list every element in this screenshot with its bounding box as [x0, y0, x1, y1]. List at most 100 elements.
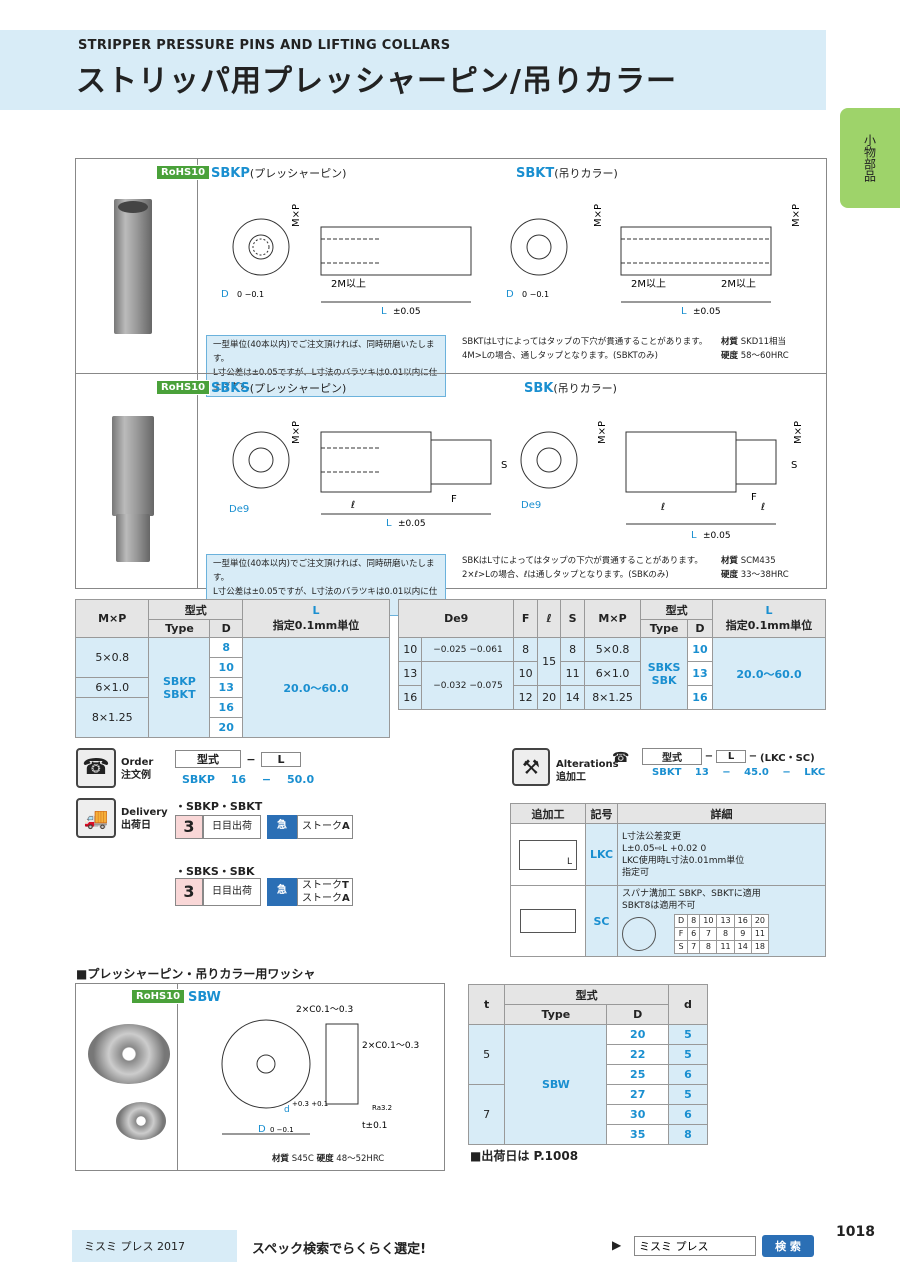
- sbkt-mxp-1: M×P: [593, 204, 604, 227]
- alterations-phone-icon: ☎: [612, 750, 630, 766]
- alteration-lkc[interactable]: LKC: [585, 823, 618, 886]
- sbkp-l: L: [381, 306, 387, 317]
- svg-text:Ra3.2: Ra3.2: [372, 1104, 392, 1112]
- sc-cell: 20: [750, 914, 770, 928]
- sbkt-mmin-1: 2M以上: [631, 278, 666, 290]
- sbk-s: S: [791, 460, 797, 471]
- side-tab[interactable]: 小物部品: [840, 108, 900, 208]
- section-sbw: RoHS10 SBW 2×C0.1〜0.3 2×C0.1〜0.3 d +0.3 …: [75, 983, 445, 1171]
- svg-text:t±0.1: t±0.1: [362, 1121, 387, 1131]
- section-sbks-sbk: RoHS10 SBKS(プレッシャーピン) SBK(吊りカラー) De9 ℓ F…: [75, 373, 827, 616]
- sc-cell: 14: [733, 940, 752, 954]
- sc-cell: 8: [716, 927, 735, 941]
- sc-cell: 10: [699, 914, 718, 928]
- delivery-icon: 🚚: [76, 798, 116, 838]
- sbk-mxp-1: M×P: [597, 421, 608, 444]
- sbkp-material: 材質 SKD11相当 硬度 58〜60HRC: [721, 337, 789, 361]
- sbks-mxp: M×P: [291, 421, 302, 444]
- footer-brand: ミスミ プレス 2017: [84, 1240, 185, 1253]
- sc-cell: 7: [687, 940, 701, 954]
- sbks-ell: ℓ: [351, 500, 355, 511]
- delivery-group-2: ・SBKS・SBK: [175, 865, 255, 878]
- page-number: 1018: [836, 1224, 875, 1240]
- svg-text:D: D: [258, 1124, 266, 1135]
- alteration-sc[interactable]: SC: [585, 885, 618, 957]
- drawing-sbks-sbk: De9 ℓ F S L ±0.05 M×P De9 ℓ ℓ F S L ±0.0…: [229, 421, 804, 541]
- sbk-de9: De9: [521, 500, 541, 511]
- drawing-sbkp-sbkt: D 0 −0.1 2M以上 L ±0.05 M×P D 0 −0.1 2M以上 …: [221, 204, 802, 317]
- sbkt-d-tol: 0 −0.1: [522, 290, 549, 299]
- alterations-example: SBKT 13 − 45.0 − LKC: [652, 767, 826, 778]
- order-title: Order: [121, 757, 154, 768]
- sbks-name: (プレッシャーピン): [249, 382, 347, 395]
- sc-cell: 9: [733, 927, 752, 941]
- sbkp-name: (プレッシャーピン): [249, 167, 347, 180]
- sc-cell: 11: [716, 940, 735, 954]
- arrow-icon: ▶: [612, 1238, 622, 1252]
- sbkp-mmin: 2M以上: [331, 278, 366, 290]
- sbkt-code: SBKT: [516, 166, 555, 181]
- sbkp-code: SBKP: [211, 166, 250, 181]
- sbk-code: SBK: [524, 381, 554, 396]
- sc-cell: 18: [750, 940, 770, 954]
- sbks-l-tol: ±0.05: [398, 519, 426, 529]
- rohs-badge: RoHS10: [156, 165, 211, 180]
- delivery-title: Delivery: [121, 807, 168, 818]
- washer-heading: ■プレッシャーピン・吊りカラー用ワッシャ: [76, 967, 316, 981]
- footer-bar: ミスミ プレス 2017 スペック検索でらくらく選定! ▶ 検 索: [72, 1230, 824, 1262]
- svg-text:+0.3 +0.1: +0.3 +0.1: [292, 1100, 328, 1108]
- sbk-notes: SBKはL寸によってはタップの下穴が貫通することがあります。2×ℓ>Lの場合、ℓ…: [462, 556, 703, 580]
- svg-text:2×C0.1〜0.3: 2×C0.1〜0.3: [362, 1041, 419, 1051]
- svg-text:0 −0.1: 0 −0.1: [270, 1126, 294, 1134]
- sbkp-d-tol: 0 −0.1: [237, 290, 264, 299]
- sbkp-l-tol: ±0.05: [393, 307, 421, 317]
- svg-text:d: d: [284, 1105, 290, 1115]
- order-type-box: 型式: [175, 750, 241, 768]
- sc-cell: 16: [733, 914, 752, 928]
- alterations-title: Alterations: [556, 759, 619, 770]
- delivery-jp: 出荷日: [121, 820, 151, 831]
- sbkp-d-label: D: [221, 289, 229, 300]
- sbk-name: (吊りカラー): [553, 382, 617, 395]
- sc-cell: 8: [699, 940, 718, 954]
- delivery-group-1: ・SBKP・SBKT: [175, 800, 263, 813]
- sbk-ell-2: ℓ: [761, 502, 765, 513]
- sc-cell: 8: [687, 914, 701, 928]
- order-example: SBKP 16 − 50.0: [182, 773, 315, 786]
- sbkp-mxp: M×P: [291, 204, 302, 227]
- product-photo-sbkp: [114, 199, 152, 334]
- sbkt-mxp-2: M×P: [791, 204, 802, 227]
- washer-photo-large: [88, 1024, 170, 1084]
- footer-slogan: スペック検索でらくらく選定!: [252, 1242, 427, 1257]
- order-jp: 注文例: [121, 770, 151, 781]
- section-sbkp-sbkt: RoHS10 SBKP(プレッシャーピン) SBKT(吊りカラー) D 0 −0…: [75, 158, 827, 397]
- ship-ref[interactable]: ■出荷日は P.1008: [470, 1149, 579, 1163]
- alterations-icon: ⚒: [512, 748, 550, 786]
- sc-cell: 13: [716, 914, 735, 928]
- product-photo-sbks: [112, 416, 154, 516]
- sc-cell: D: [673, 914, 689, 928]
- header: STRIPPER PRESSURE PINS AND LIFTING COLLA…: [0, 30, 826, 110]
- sbkt-name: (吊りカラー): [554, 167, 618, 180]
- sbks-material: 材質 SCM435 硬度 33〜38HRC: [721, 556, 789, 580]
- sbks-l: L: [386, 518, 392, 529]
- sbks-code: SBKS: [211, 381, 250, 396]
- sbkt-l-tol: ±0.05: [693, 307, 721, 317]
- sc-cell: 7: [699, 927, 718, 941]
- search-button[interactable]: 検 索: [762, 1235, 814, 1257]
- sc-cell: F: [673, 927, 689, 941]
- sbks-f: F: [451, 494, 457, 505]
- sc-cell: 6: [687, 927, 701, 941]
- sbkt-mmin-2: 2M以上: [721, 278, 756, 290]
- rohs-badge-2: RoHS10: [156, 380, 211, 395]
- sbk-ell-1: ℓ: [661, 502, 665, 513]
- washer-material: 材質 S45C 硬度 48〜52HRC: [272, 1154, 385, 1164]
- header-jp: ストリッパ用プレッシャーピン/吊りカラー: [76, 64, 677, 99]
- search-input[interactable]: [634, 1236, 756, 1256]
- order-icon: ☎: [76, 748, 116, 788]
- sbks-s: S: [501, 460, 507, 471]
- sbk-mxp-2: M×P: [793, 421, 804, 444]
